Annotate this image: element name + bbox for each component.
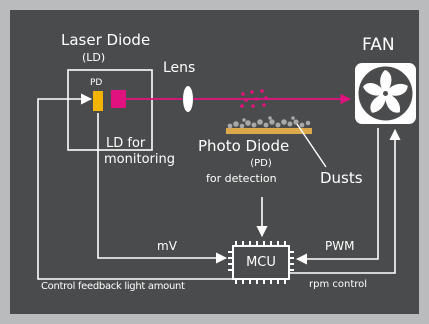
ld-for-label: LD for bbox=[106, 136, 146, 151]
pwm-label: PWM bbox=[325, 239, 355, 253]
control-feedback-label: Control feedback light amount bbox=[41, 281, 185, 292]
mv-arrow bbox=[97, 113, 228, 264]
feedback-arrow bbox=[37, 93, 234, 280]
lens-icon bbox=[183, 86, 193, 112]
for-detection-label: for detection bbox=[206, 172, 277, 185]
dusts-label: Dusts bbox=[320, 169, 363, 187]
pwm-arrow bbox=[295, 128, 379, 265]
photo-diode-label: Photo Diode bbox=[198, 137, 290, 155]
rpm-control-arrow bbox=[289, 128, 401, 274]
diagram-panel bbox=[10, 10, 419, 314]
lens-label: Lens bbox=[163, 60, 196, 76]
dust-particles-icon bbox=[227, 116, 311, 129]
laser-diode-element bbox=[111, 90, 126, 108]
laser-diode-housing bbox=[67, 69, 153, 151]
scattered-light-dots bbox=[240, 89, 268, 108]
dust-pointer-line bbox=[296, 123, 327, 168]
photo-diode-abbr: (PD) bbox=[250, 158, 272, 169]
mcu-label: MCU bbox=[246, 255, 276, 270]
pd-small-label: PD bbox=[90, 78, 103, 88]
fan-label: FAN bbox=[362, 35, 395, 55]
microchip-icon bbox=[228, 241, 294, 284]
mv-label: mV bbox=[157, 239, 177, 253]
fan-icon bbox=[355, 63, 416, 124]
laser-diode-label: Laser Diode bbox=[61, 31, 151, 49]
laser-diode-abbr: (LD) bbox=[82, 51, 106, 64]
rpm-control-label: rpm control bbox=[309, 279, 368, 290]
detection-photo-diode bbox=[226, 128, 312, 134]
monitor-pd-element bbox=[93, 91, 103, 111]
monitoring-label: monitoring bbox=[104, 152, 175, 167]
